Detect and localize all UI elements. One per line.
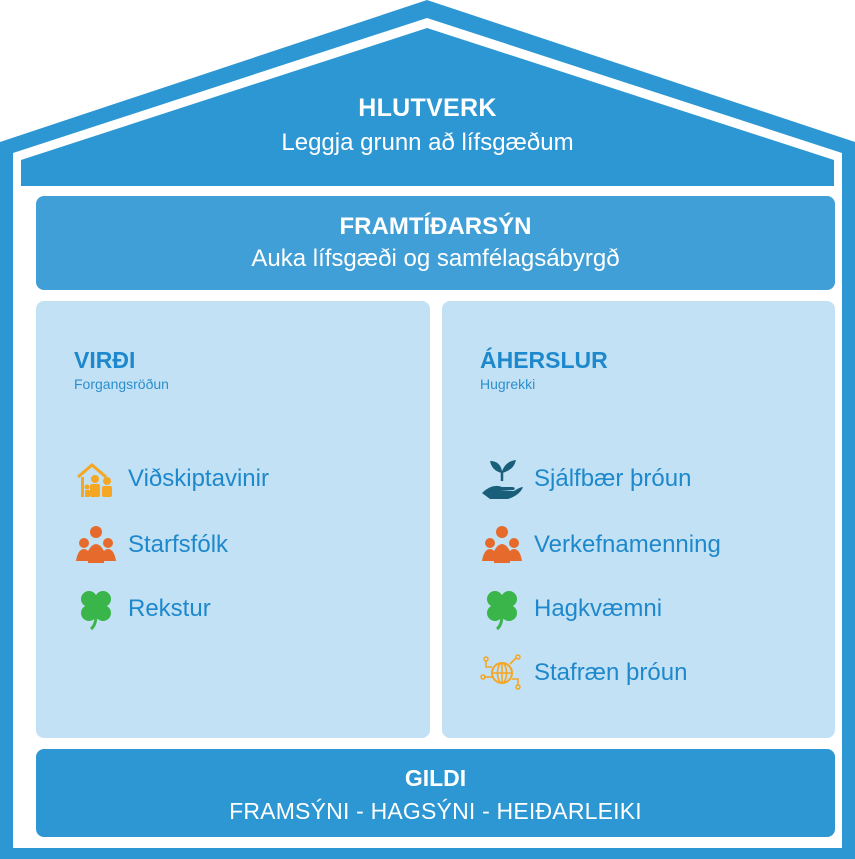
digital-globe-icon xyxy=(480,651,524,695)
mission-title: HLUTVERK xyxy=(358,94,497,122)
value-panel-header: VIRÐI Forgangsröðun xyxy=(74,347,169,392)
values-band: GILDI FRAMSÝNI - HAGSÝNI - HEIÐARLEIKI xyxy=(36,749,835,837)
value-panel: VIRÐI Forgangsröðun Viðskiptavinir xyxy=(36,301,430,738)
value-item-customers: Viðskiptavinir xyxy=(74,455,269,503)
people-group-icon xyxy=(480,523,524,567)
value-item-operations: Rekstur xyxy=(74,585,211,633)
clover-icon xyxy=(74,587,118,631)
focus-item-label: Stafræn þróun xyxy=(534,659,688,686)
focus-item-project-culture: Verkefnamenning xyxy=(480,521,721,569)
clover-icon xyxy=(480,587,524,631)
focus-item-sustainability: Sjálfbær þróun xyxy=(480,455,691,503)
focus-title: ÁHERSLUR xyxy=(480,347,608,373)
value-title: VIRÐI xyxy=(74,347,136,373)
people-group-icon xyxy=(74,523,118,567)
value-item-label: Viðskiptavinir xyxy=(128,465,269,492)
values-title: GILDI xyxy=(404,765,467,791)
family-house-icon xyxy=(74,457,118,501)
focus-item-digital: Stafræn þróun xyxy=(480,649,687,697)
focus-subtitle: Hugrekki xyxy=(480,376,536,392)
value-item-staff: Starfsfólk xyxy=(74,521,228,569)
vision-band: FRAMTÍÐARSÝN Auka lífsgæði og samfélagsá… xyxy=(36,196,835,290)
value-item-label: Rekstur xyxy=(128,595,211,622)
mission-section: HLUTVERK Leggja grunn að lífsgæðum xyxy=(0,94,855,157)
values-subtitle: FRAMSÝNI - HAGSÝNI - HEIÐARLEIKI xyxy=(229,798,642,824)
focus-item-label: Hagkvæmni xyxy=(534,595,663,622)
mission-subtitle: Leggja grunn að lífsgæðum xyxy=(281,129,574,156)
focus-item-label: Verkefnamenning xyxy=(534,531,721,558)
focus-item-label: Sjálfbær þróun xyxy=(534,465,692,492)
house-inner-body xyxy=(21,28,834,186)
focus-item-efficiency: Hagkvæmni xyxy=(480,585,662,633)
vision-subtitle: Auka lífsgæði og samfélagsábyrgð xyxy=(251,245,620,272)
value-item-label: Starfsfólk xyxy=(128,531,229,558)
vision-title: FRAMTÍÐARSÝN xyxy=(339,213,532,240)
hand-plant-icon xyxy=(480,457,524,501)
focus-panel-header: ÁHERSLUR Hugrekki xyxy=(480,347,608,392)
value-subtitle: Forgangsröðun xyxy=(74,376,169,392)
focus-panel: ÁHERSLUR Hugrekki Sjálfbær þróun Ver xyxy=(442,301,835,738)
